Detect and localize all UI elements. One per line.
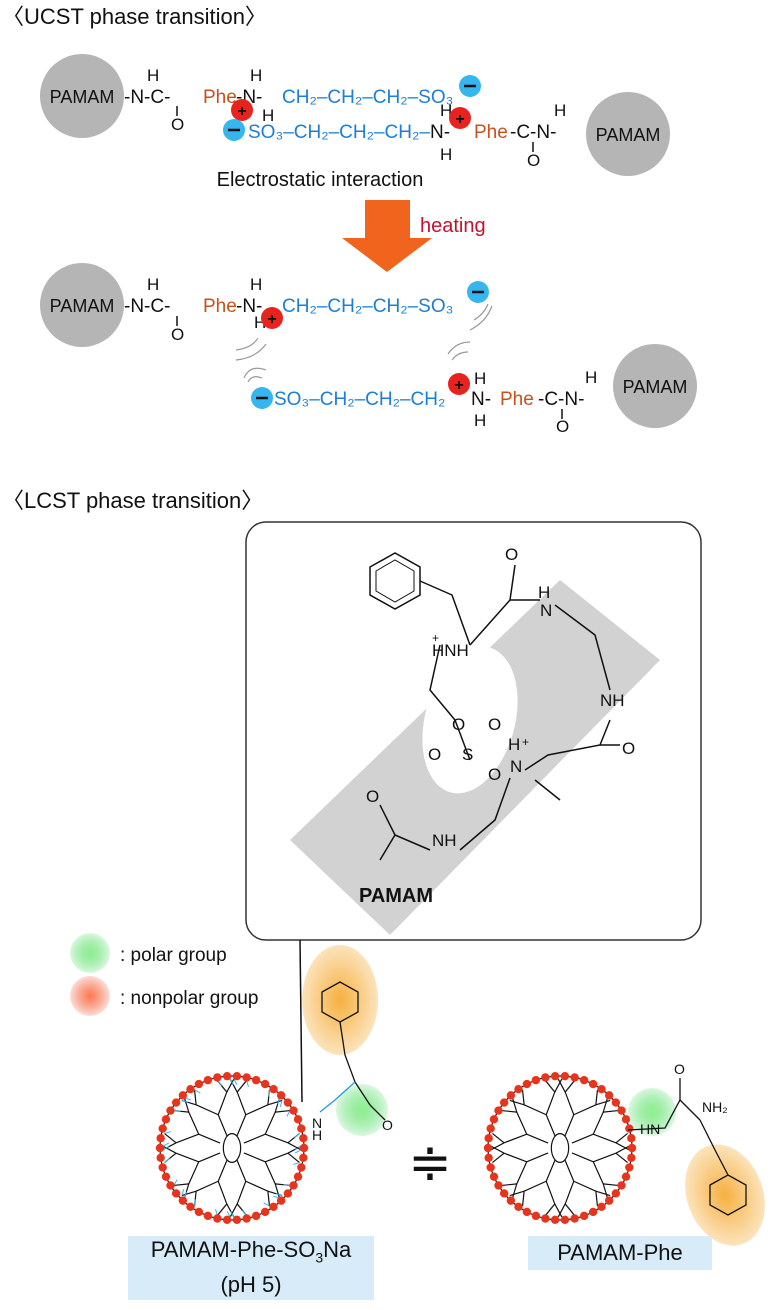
svg-text:-N-: -N- — [236, 296, 262, 317]
cation-icon — [261, 307, 283, 329]
svg-text:O: O — [488, 765, 501, 784]
pamam-circle — [40, 54, 124, 138]
pamam-label: PAMAM — [596, 125, 661, 145]
svg-text:SO₃–CH₂–CH₂–CH₂: SO₃–CH₂–CH₂–CH₂ — [274, 389, 445, 410]
svg-text:H: H — [250, 275, 262, 294]
svg-text:+: + — [237, 103, 246, 120]
svg-text:H: H — [147, 275, 159, 294]
svg-text:O: O — [366, 787, 379, 806]
cation-icon — [231, 99, 253, 121]
svg-text:-C-N-: -C-N- — [510, 122, 556, 143]
svg-text:SO₃–CH₂–CH₂–CH₂–: SO₃–CH₂–CH₂–CH₂– — [248, 122, 430, 143]
phe-label: Phe — [203, 296, 237, 317]
pamam-circle — [40, 263, 124, 347]
svg-text:N-: N- — [471, 389, 491, 410]
heating-arrow — [342, 200, 432, 272]
pamam-label: PAMAM — [623, 377, 688, 397]
svg-text:N: N — [312, 1115, 322, 1131]
legend: : polar group : nonpolar group — [70, 933, 258, 1016]
left-caption: PAMAM-Phe-SO3Na (pH 5) — [128, 1236, 374, 1300]
svg-text:HNH: HNH — [432, 641, 469, 660]
lcst-title: 〈LCST phase transition〉 — [2, 488, 263, 513]
svg-text:O: O — [382, 1117, 393, 1133]
equiv-symbol: ≑ — [408, 1133, 452, 1193]
svg-text:H: H — [474, 369, 486, 388]
svg-text:O: O — [505, 545, 518, 564]
svg-text:N: N — [510, 757, 522, 776]
svg-text:NH: NH — [432, 831, 457, 850]
pamam-label: PAMAM — [50, 296, 115, 316]
heating-label: heating — [420, 215, 486, 237]
svg-text:H: H — [262, 106, 274, 125]
ucst-chain-bottom-right: SO₃–CH₂–CH₂–CH₂ + N- H H Phe -C-N- H O P… — [243, 341, 697, 436]
svg-text:O: O — [488, 715, 501, 734]
phe-label: Phe — [203, 87, 237, 108]
svg-text:O: O — [674, 1061, 685, 1077]
inset-connector — [299, 939, 303, 1103]
svg-text:H: H — [474, 411, 486, 430]
svg-text:S: S — [462, 745, 473, 764]
cation-icon — [449, 107, 471, 129]
svg-text:N-: N- — [430, 122, 450, 143]
left-caption-main: PAMAM-Phe-SO — [150, 1237, 316, 1262]
phe-so3-pendant: N H O — [302, 945, 393, 1143]
dendrimer-left — [155, 1071, 309, 1225]
svg-text:H: H — [440, 145, 452, 164]
svg-text:H: H — [312, 1127, 322, 1143]
svg-text:O: O — [452, 715, 465, 734]
phe-label: Phe — [474, 122, 508, 143]
inset-label: PAMAM — [359, 885, 433, 907]
dendrimer-right — [483, 1071, 637, 1225]
ucst-chain-top-right: SO₃–CH₂–CH₂–CH₂– N- H H + Phe -C-N- H O … — [223, 92, 670, 176]
svg-text:O: O — [527, 151, 540, 170]
left-caption-tail: Na — [323, 1237, 352, 1262]
ucst-chain-mid-left: PAMAM -N-C- H O Phe -N- H H + CH₂–CH₂–CH… — [40, 263, 493, 361]
svg-text:H: H — [250, 66, 262, 85]
pamam-circle — [613, 344, 697, 428]
svg-text:+: + — [267, 311, 276, 328]
pamam-label: PAMAM — [50, 87, 115, 107]
svg-text:H: H — [147, 66, 159, 85]
nonpolar-group-icon — [70, 976, 110, 1016]
svg-text:HN: HN — [640, 1121, 660, 1137]
cation-icon — [448, 373, 470, 395]
svg-text:-N-C-: -N-C- — [124, 87, 170, 108]
legend-polar-text: : polar group — [120, 945, 227, 966]
right-caption: PAMAM-Phe — [528, 1236, 712, 1270]
svg-text:+: + — [455, 111, 464, 128]
svg-text:-C-N-: -C-N- — [538, 389, 584, 410]
left-caption-sub: 3 — [315, 1249, 324, 1266]
ucst-chain-top-left: PAMAM -N-C- H O Phe -N- H H + CH₂–CH₂–CH… — [40, 54, 481, 138]
svg-text:+: + — [432, 631, 439, 645]
pamam-circle — [586, 92, 670, 176]
svg-text:O: O — [622, 739, 635, 758]
svg-text:NH₂: NH₂ — [702, 1099, 728, 1115]
ucst-title: 〈UCST phase transition〉 — [2, 4, 267, 29]
svg-text:H: H — [440, 101, 452, 120]
svg-text:CH₂–CH₂–CH₂–SO₃: CH₂–CH₂–CH₂–SO₃ — [282, 87, 453, 108]
svg-text:O: O — [556, 417, 569, 436]
svg-text:H: H — [554, 101, 566, 120]
phe-pendant: HN O NH₂ — [627, 1061, 765, 1246]
svg-text:+: + — [522, 735, 529, 749]
left-caption-ph: (pH 5) — [220, 1272, 282, 1298]
svg-text:H: H — [585, 368, 597, 387]
svg-text:H: H — [538, 583, 550, 602]
svg-text:O: O — [171, 325, 184, 344]
polar-group-icon — [70, 933, 110, 973]
interaction-label: Electrostatic interaction — [217, 169, 424, 191]
svg-text:O: O — [428, 745, 441, 764]
svg-text:O: O — [171, 115, 184, 134]
legend-nonpolar-text: : nonpolar group — [120, 988, 258, 1009]
svg-text:NH: NH — [600, 691, 625, 710]
phe-label: Phe — [500, 389, 534, 410]
svg-text:H: H — [508, 735, 520, 754]
svg-text:-N-C-: -N-C- — [124, 296, 170, 317]
right-caption-text: PAMAM-Phe — [557, 1240, 683, 1265]
svg-text:CH₂–CH₂–CH₂–SO₃: CH₂–CH₂–CH₂–SO₃ — [282, 296, 453, 317]
inset-structure: O H N HNH + NH O O O S O O N H + NH O PA… — [245, 521, 702, 941]
svg-text:+: + — [454, 377, 463, 394]
svg-text:N: N — [540, 601, 552, 620]
